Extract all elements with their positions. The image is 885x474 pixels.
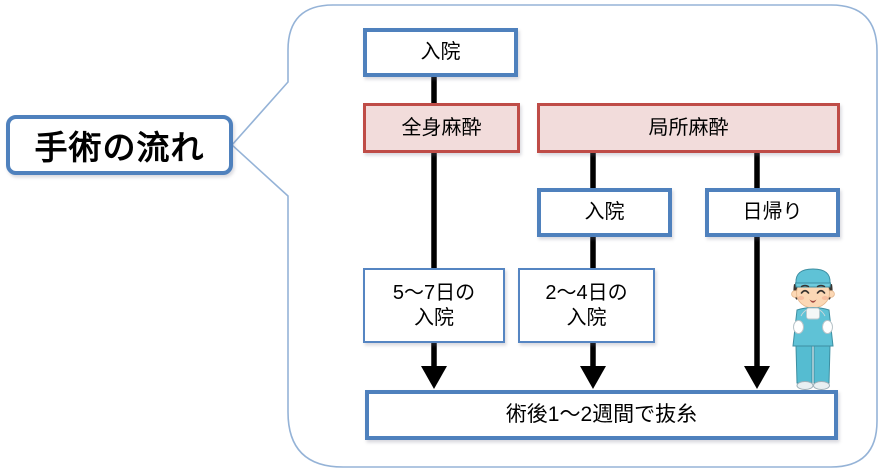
diagram-title-text: 手術の流れ <box>34 129 205 166</box>
node-general-anesthesia: 全身麻酔 <box>363 103 520 153</box>
node-day-surgery: 日帰り <box>705 188 840 237</box>
node-stay-2-4-days: 2〜4日の 入院 <box>518 268 655 343</box>
diagram-title: 手術の流れ <box>6 115 233 175</box>
node-admission-top: 入院 <box>363 28 518 77</box>
node-label-line1: 2〜4日の <box>545 281 628 304</box>
surgeon-icon <box>791 268 835 390</box>
flow-connectors <box>431 77 760 369</box>
arrowhead-icon <box>744 366 770 389</box>
node-local-anesthesia: 局所麻酔 <box>537 103 840 153</box>
node-label: 入院 <box>584 201 625 223</box>
arrowhead-icon <box>580 366 606 389</box>
node-label: 局所麻酔 <box>648 116 729 139</box>
node-label: 術後1〜2週間で抜糸 <box>505 402 698 426</box>
node-admission-local: 入院 <box>537 188 672 237</box>
node-label-line1: 5〜7日の <box>392 281 476 304</box>
node-label: 入院 <box>420 41 461 63</box>
arrowhead-icon <box>421 366 447 389</box>
node-stay-5-7-days: 5〜7日の 入院 <box>363 268 505 343</box>
node-label-line2: 入院 <box>414 306 454 329</box>
node-label-line2: 入院 <box>566 306 607 329</box>
node-suture-removal: 術後1〜2週間で抜糸 <box>365 390 838 440</box>
node-label: 日帰り <box>742 201 803 223</box>
node-label: 全身麻酔 <box>401 116 482 139</box>
arrowheads <box>421 366 770 389</box>
